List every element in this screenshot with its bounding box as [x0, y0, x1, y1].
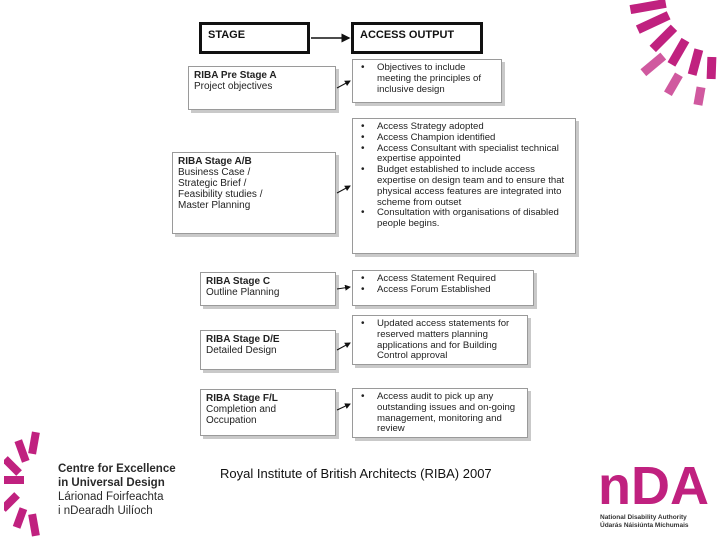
output-item: Objectives to include meeting the princi… — [361, 62, 497, 95]
arrow-a-b — [336, 185, 351, 194]
output-box-d-e: Updated access statements for reserved m… — [352, 315, 528, 365]
stage-box-c: RIBA Stage C Outline Planning — [200, 272, 336, 306]
stage-header: STAGE — [199, 22, 310, 54]
logo-line-4: i nDearadh Uilíoch — [58, 505, 153, 517]
output-box-pre-a: Objectives to include meeting the princi… — [352, 59, 502, 103]
arrow-pre-a — [336, 80, 351, 89]
logo-line-1: Centre for Excellence — [58, 463, 176, 475]
output-item: Consultation with organisations of disab… — [361, 208, 571, 230]
stage-box-pre-a: RIBA Pre Stage A Project objectives — [188, 66, 336, 110]
arrow-f-l — [336, 403, 351, 411]
output-item: Access audit to pick up any outstanding … — [361, 391, 523, 435]
output-list: Objectives to include meeting the princi… — [361, 62, 497, 95]
stage-subtitle: Outline Planning — [206, 287, 280, 298]
stage-subtitle: Completion and Occupation — [206, 404, 277, 426]
output-box-f-l: Access audit to pick up any outstanding … — [352, 388, 528, 438]
output-item: Updated access statements for reserved m… — [361, 318, 523, 362]
nda-logo-text: National Disability Authority Údarás Nái… — [600, 514, 689, 530]
output-item: Budget established to include access exp… — [361, 164, 571, 208]
ceud-logo-icon — [4, 431, 40, 537]
output-item: Access Statement Required — [361, 273, 529, 285]
stage-subtitle: Business Case / Strategic Brief / Feasib… — [178, 167, 263, 211]
stage-subtitle: Project objectives — [194, 81, 273, 92]
citation-text: Royal Institute of British Architects (R… — [220, 466, 492, 481]
decorative-ribbon-icon — [629, 0, 717, 106]
stage-box-a-b: RIBA Stage A/B Business Case / Strategic… — [172, 152, 336, 234]
nda-line-2: Údarás Náisiúnta Míchumais — [600, 522, 689, 529]
output-item: Access Forum Established — [361, 284, 529, 296]
output-item: Access Champion identified — [361, 132, 571, 144]
output-item: Access Strategy adopted — [361, 121, 571, 133]
output-list: Updated access statements for reserved m… — [361, 318, 523, 362]
ceud-logo-text: Centre for Excellence in Universal Desig… — [58, 462, 176, 518]
nda-logo-mark: nDA — [598, 460, 709, 510]
output-item: Access Consultant with specialist techni… — [361, 143, 571, 166]
stage-subtitle: Detailed Design — [206, 345, 277, 356]
output-box-a-b: Access Strategy adopted Access Champion … — [352, 118, 576, 254]
output-box-c: Access Statement Required Access Forum E… — [352, 270, 534, 306]
logo-line-3: Lárionad Foirfeachta — [58, 491, 164, 503]
stage-title: RIBA Stage F/L — [206, 393, 278, 404]
output-list: Access Strategy adopted Access Champion … — [361, 121, 571, 230]
stage-title: RIBA Pre Stage A — [194, 70, 277, 81]
stage-title: RIBA Stage C — [206, 276, 271, 287]
stage-box-d-e: RIBA Stage D/E Detailed Design — [200, 330, 336, 370]
logo-line-2: in Universal Design — [58, 477, 165, 489]
output-list: Access Statement Required Access Forum E… — [361, 273, 529, 296]
output-list: Access audit to pick up any outstanding … — [361, 391, 523, 435]
nda-logo: nDA — [598, 460, 709, 510]
stage-header-label: STAGE — [208, 29, 246, 41]
access-output-header: ACCESS OUTPUT — [351, 22, 483, 54]
nda-line-1: National Disability Authority — [600, 514, 687, 521]
access-output-header-label: ACCESS OUTPUT — [360, 29, 455, 41]
arrow-d-e — [336, 342, 351, 351]
arrow-c — [336, 284, 351, 291]
stage-title: RIBA Stage D/E — [206, 334, 280, 345]
stage-title: RIBA Stage A/B — [178, 156, 252, 167]
stage-box-f-l: RIBA Stage F/L Completion and Occupation — [200, 389, 336, 436]
